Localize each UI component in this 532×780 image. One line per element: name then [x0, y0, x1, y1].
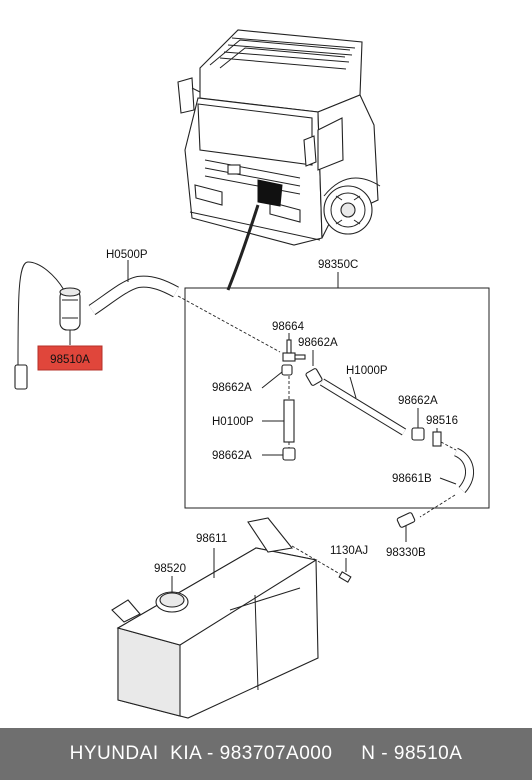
- parts-diagram: H0500P 98350C 98510A 98664 98662A 98662A…: [14, 29, 490, 719]
- label-98520: 98520: [154, 563, 186, 575]
- label-1130aj: 1130AJ: [330, 545, 368, 557]
- label-98510a-highlight: 98510A: [37, 345, 103, 371]
- label-h0500p: H0500P: [106, 249, 148, 261]
- label-98662a-left: 98662A: [212, 382, 252, 394]
- label-h0100p: H0100P: [212, 416, 254, 428]
- label-98611: 98611: [196, 533, 227, 545]
- truck-cab-illustration: [177, 29, 381, 291]
- label-98661b: 98661B: [392, 473, 432, 485]
- label-h1000p: H1000P: [346, 365, 388, 377]
- nozzle-98330b: [396, 494, 456, 542]
- label-98662a-bottom: 98662A: [212, 450, 252, 462]
- label-98330b: 98330B: [386, 547, 426, 559]
- label-98664: 98664: [272, 321, 305, 333]
- label-98662a-right: 98662A: [398, 395, 438, 407]
- label-98516: 98516: [426, 415, 458, 427]
- kit-98350c-frame: [184, 287, 490, 509]
- washer-pump-98510a: [14, 261, 81, 390]
- label-98510a: 98510A: [50, 354, 90, 366]
- hose-h0500p: [88, 260, 281, 353]
- washer-reservoir-tank: [111, 517, 352, 719]
- kit-98350c-parts: [261, 333, 474, 493]
- label-98662a-top: 98662A: [298, 337, 338, 349]
- footer-part-number-text: HYUNDAI KIA - 983707A000 N - 98510A: [69, 743, 463, 764]
- label-98350c: 98350C: [318, 259, 358, 271]
- footer-bar: HYUNDAI KIA - 983707A000 N - 98510A: [0, 728, 532, 780]
